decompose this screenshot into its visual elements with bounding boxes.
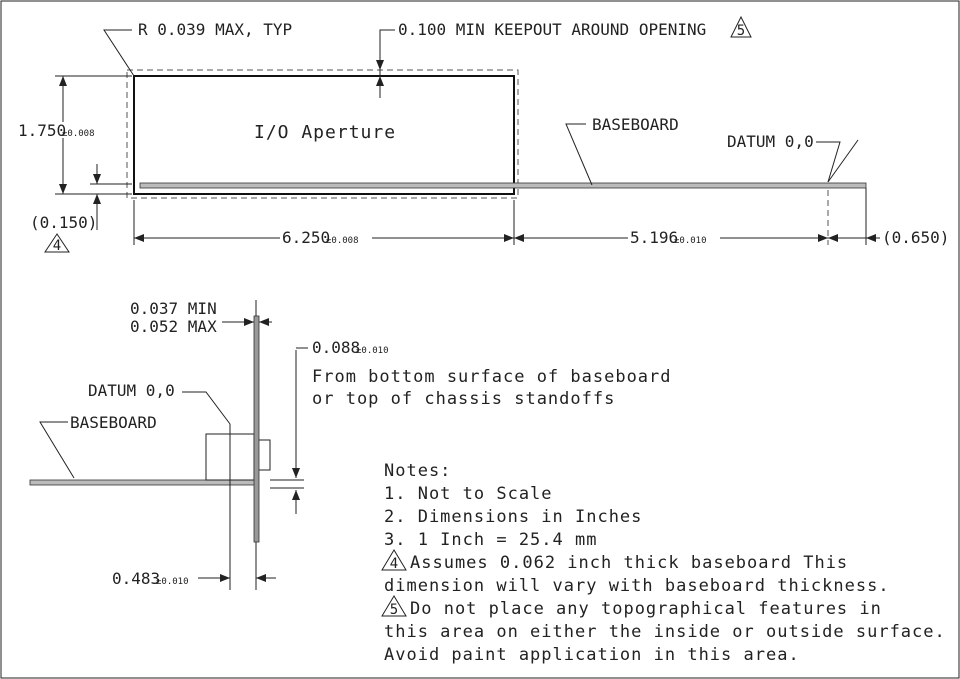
dim-arrow bbox=[504, 234, 514, 242]
bracket-tab bbox=[254, 439, 271, 471]
note-5-marker: 5 bbox=[390, 602, 398, 618]
side-offset-dim: 0.483 bbox=[112, 569, 160, 588]
dim-arrow bbox=[59, 184, 67, 194]
note-4-line2: dimension will vary with baseboard thick… bbox=[384, 576, 890, 596]
notes-title: Notes: bbox=[384, 461, 451, 481]
note-5-ref: 5 bbox=[737, 23, 745, 39]
side-datum-label: DATUM 0,0 bbox=[88, 381, 175, 400]
dim-arrow bbox=[259, 318, 269, 326]
side-baseboard bbox=[29, 479, 257, 486]
radius-leader bbox=[103, 29, 135, 77]
dim-arrow bbox=[59, 76, 67, 86]
note-5-triangle bbox=[381, 595, 407, 617]
baseboard-leader bbox=[565, 123, 593, 186]
height-note-line1: From bottom surface of baseboard bbox=[312, 367, 672, 387]
datum-label: DATUM 0,0 bbox=[727, 132, 814, 151]
aperture-label: I/O Aperture bbox=[254, 122, 396, 143]
thickness-min: 0.037 MIN bbox=[130, 299, 217, 318]
note-5-line1: Do not place any topographical features … bbox=[410, 599, 882, 619]
top-view: R 0.039 MAX, TYP 0.100 MIN KEEPOUT AROUN… bbox=[16, 15, 949, 254]
note-4-triangle bbox=[44, 233, 70, 253]
side-offset-tol: ±0.010 bbox=[156, 577, 189, 587]
thickness-max: 0.052 MAX bbox=[130, 317, 217, 336]
keepout-arrow bbox=[376, 60, 384, 70]
side-datum-leader bbox=[182, 391, 231, 425]
note-3: 3. 1 Inch = 25.4 mm bbox=[384, 530, 597, 550]
note-4-ref: 4 bbox=[53, 238, 61, 254]
side-baseboard-label: BASEBOARD bbox=[70, 413, 157, 432]
note-4-line1: Assumes 0.062 inch thick baseboard This bbox=[410, 553, 848, 573]
datum-leader bbox=[827, 139, 859, 183]
width-tol: ±0.008 bbox=[326, 236, 359, 246]
side-height-tol: ±0.010 bbox=[356, 346, 389, 356]
dim-arrow bbox=[866, 234, 876, 242]
note-2: 2. Dimensions in Inches bbox=[384, 507, 642, 527]
datum-dim: 5.196 bbox=[630, 228, 678, 247]
keepout-leader bbox=[379, 29, 395, 98]
dim-arrow bbox=[292, 490, 300, 500]
note-4-triangle bbox=[381, 549, 407, 571]
side-height-dim: 0.088 bbox=[312, 338, 360, 357]
end-dim: (0.650) bbox=[882, 228, 949, 247]
height-note-line2: or top of chassis standoffs bbox=[312, 389, 615, 409]
offset-dim: (0.150) bbox=[30, 213, 97, 232]
datum-leader bbox=[816, 141, 841, 183]
dim-arrow bbox=[828, 234, 838, 242]
keepout-outline bbox=[126, 69, 519, 199]
note-5-line3: Avoid paint application in this area. bbox=[384, 645, 800, 665]
keepout-arrow bbox=[376, 76, 384, 86]
dim-arrow bbox=[134, 234, 144, 242]
radius-callout: R 0.039 MAX, TYP bbox=[138, 20, 292, 39]
baseboard-label: BASEBOARD bbox=[592, 115, 679, 134]
side-view: 0.037 MIN 0.052 MAX 0.088 ±0.010 From bo… bbox=[29, 299, 672, 590]
note-5-triangle bbox=[730, 15, 752, 38]
io-aperture-outline bbox=[133, 75, 515, 195]
dim-arrow bbox=[818, 234, 828, 242]
height-tol: ±0.008 bbox=[62, 129, 95, 139]
notes-block: Notes: 1. Not to Scale 2. Dimensions in … bbox=[381, 461, 946, 665]
note-5-line2: this area on either the inside or outsid… bbox=[384, 622, 946, 642]
dim-label-bg bbox=[16, 122, 104, 138]
baseboard-plate bbox=[139, 182, 867, 189]
dim-arrow bbox=[220, 574, 230, 582]
dim-arrow bbox=[514, 234, 524, 242]
dim-arrow bbox=[93, 194, 101, 204]
note-4-marker: 4 bbox=[390, 556, 398, 572]
side-baseboard-leader bbox=[39, 421, 75, 479]
dim-arrow bbox=[93, 174, 101, 184]
datum-tol: ±0.010 bbox=[674, 236, 707, 246]
width-dim: 6.250 bbox=[282, 228, 330, 247]
note-1: 1. Not to Scale bbox=[384, 484, 553, 504]
keepout-callout: 0.100 MIN KEEPOUT AROUND OPENING bbox=[398, 20, 706, 39]
side-panel bbox=[253, 315, 260, 543]
dim-arrow bbox=[292, 468, 300, 478]
dim-arrow bbox=[244, 318, 254, 326]
dim-arrow bbox=[256, 574, 266, 582]
height-dim: 1.750 bbox=[18, 121, 66, 140]
